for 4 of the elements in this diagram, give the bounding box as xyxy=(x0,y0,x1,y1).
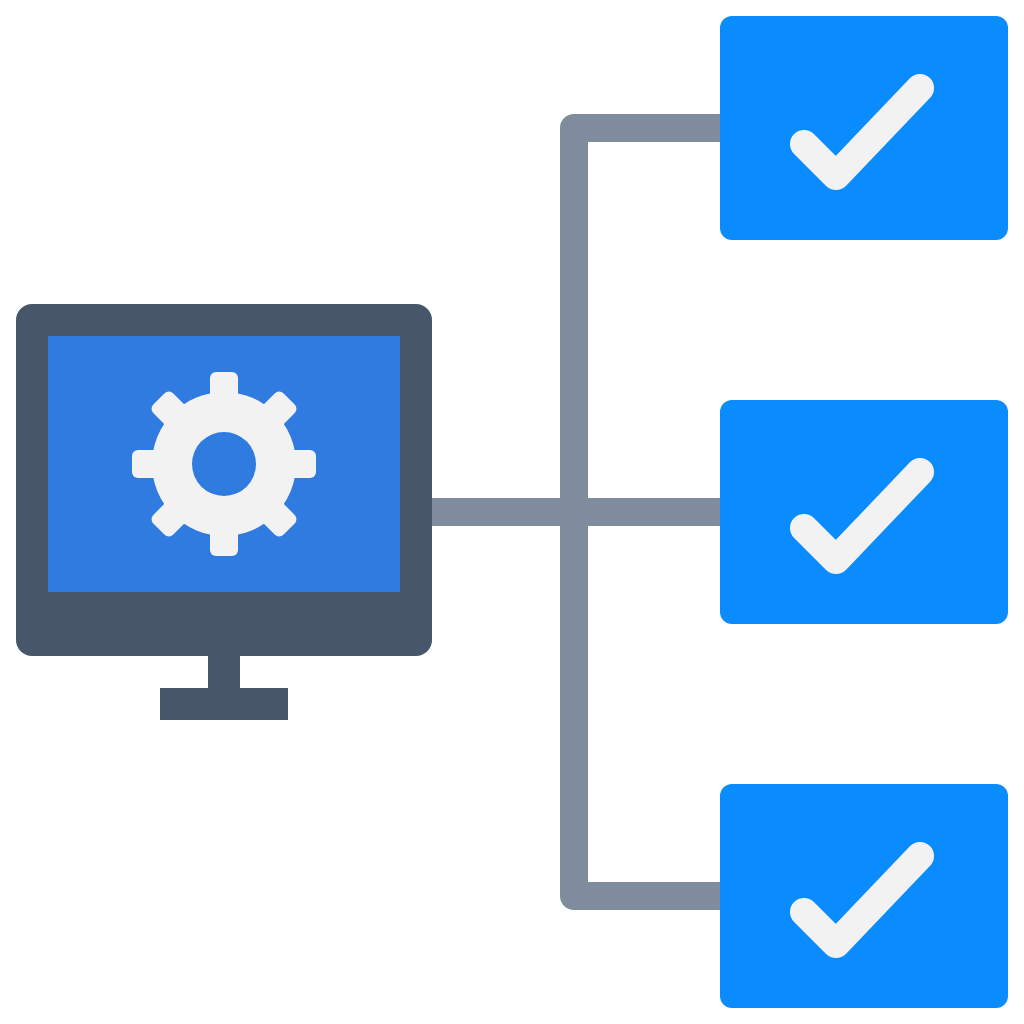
monitor-icon xyxy=(16,304,432,720)
checkmark-card xyxy=(720,400,1008,624)
checkmark-card xyxy=(720,784,1008,1008)
checkmark-card xyxy=(720,16,1008,240)
